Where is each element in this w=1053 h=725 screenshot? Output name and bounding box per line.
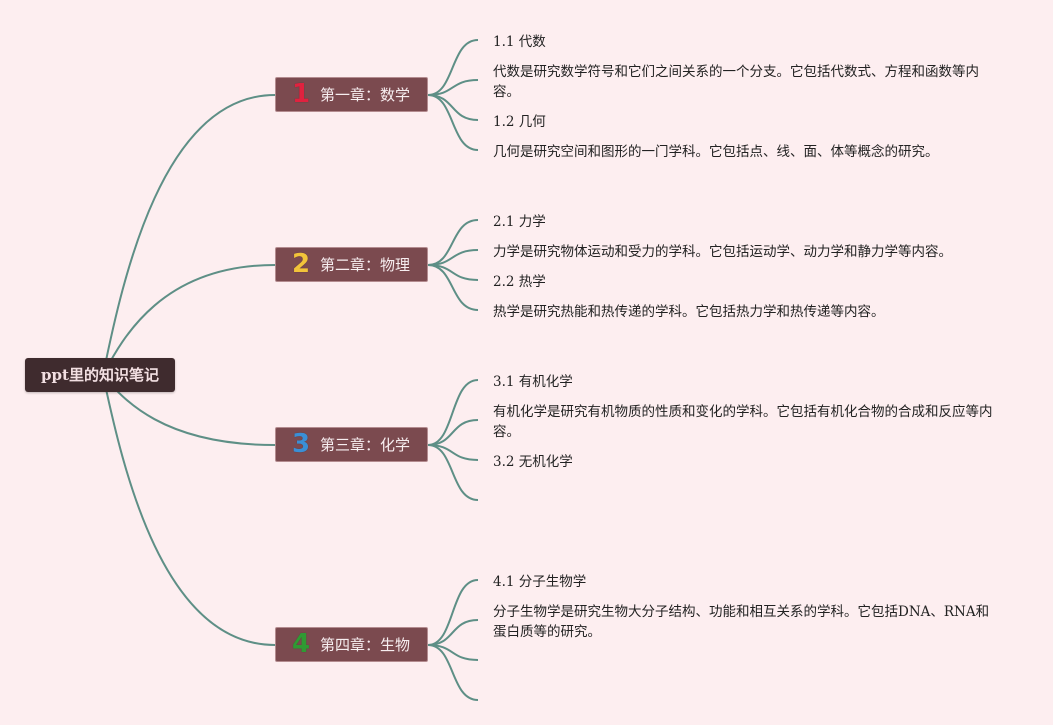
topic-description[interactable]: 分子生物学是研究生物大分子结构、功能和相互关系的学科。它包括DNA、RNA和蛋白… bbox=[493, 604, 990, 640]
leaf-branch-line bbox=[427, 94, 479, 121]
topic-description[interactable]: 有机化学是研究有机物质的性质和变化的学科。它包括有机化合物的合成和反应等内容。 bbox=[493, 404, 993, 440]
leaf-branch-line bbox=[427, 419, 479, 446]
chapter-node-4[interactable]: 4 第四章：生物 bbox=[275, 627, 428, 662]
chapter-node-2[interactable]: 2 第二章：物理 bbox=[275, 247, 428, 282]
leaf-branch-line bbox=[427, 644, 479, 701]
leaf-branch-line bbox=[427, 619, 479, 646]
leaf-branch-line bbox=[427, 579, 479, 646]
chapter-label: 第四章：生物 bbox=[320, 636, 411, 654]
topic-heading[interactable]: 3.2 无机化学 bbox=[493, 454, 573, 470]
chapter-label: 第三章：化学 bbox=[320, 436, 411, 454]
leaf-branch-line bbox=[427, 39, 479, 96]
leaf-branch-line bbox=[427, 79, 479, 96]
topic-heading[interactable]: 1.2 几何 bbox=[493, 114, 546, 130]
topic-heading[interactable]: 4.1 分子生物学 bbox=[493, 574, 587, 590]
topic-heading[interactable]: 3.1 有机化学 bbox=[493, 374, 573, 390]
number-2-icon: 2 bbox=[292, 249, 311, 279]
number-1-icon: 1 bbox=[292, 79, 311, 109]
leaf-branch-line bbox=[427, 94, 479, 151]
root-node[interactable]: ppt里的知识笔记 bbox=[25, 358, 175, 392]
leaf-branch-line bbox=[427, 444, 479, 501]
leaf-branch-line bbox=[427, 264, 479, 311]
chapter-label: 第二章：物理 bbox=[320, 256, 411, 274]
topic-description[interactable]: 几何是研究空间和图形的一门学科。它包括点、线、面、体等概念的研究。 bbox=[493, 144, 939, 160]
number-4-icon: 4 bbox=[292, 629, 311, 659]
root-branch-line bbox=[102, 374, 276, 646]
topic-description[interactable]: 代数是研究数学符号和它们之间关系的一个分支。它包括代数式、方程和函数等内容。 bbox=[493, 64, 979, 100]
chapter-node-3[interactable]: 3 第三章：化学 bbox=[275, 427, 428, 462]
number-3-icon: 3 bbox=[292, 429, 311, 459]
leaf-branch-line bbox=[427, 379, 479, 446]
root-branch-line bbox=[102, 94, 276, 376]
topic-heading[interactable]: 2.2 热学 bbox=[493, 274, 546, 290]
chapter-node-1[interactable]: 1 第一章：数学 bbox=[275, 77, 428, 112]
topic-heading[interactable]: 1.1 代数 bbox=[493, 34, 546, 50]
topic-description[interactable]: 力学是研究物体运动和受力的学科。它包括运动学、动力学和静力学等内容。 bbox=[493, 244, 952, 260]
topic-description[interactable]: 热学是研究热能和热传递的学科。它包括热力学和热传递等内容。 bbox=[493, 304, 885, 320]
chapter-label: 第一章：数学 bbox=[320, 86, 411, 104]
topic-heading[interactable]: 2.1 力学 bbox=[493, 214, 546, 230]
leaf-branch-line bbox=[427, 219, 479, 266]
